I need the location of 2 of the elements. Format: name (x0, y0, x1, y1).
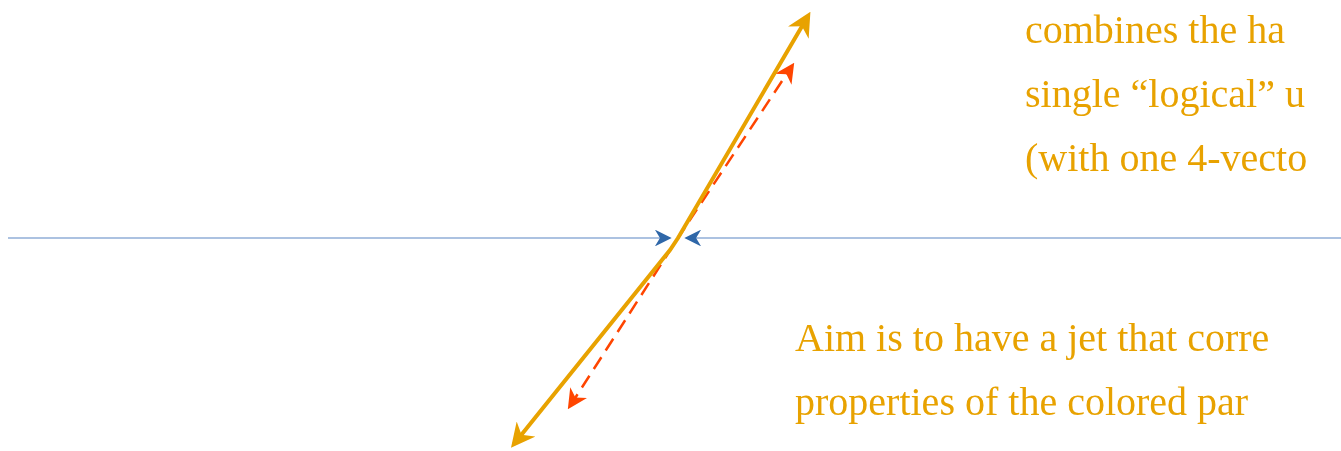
note-text: combines the ha single “logical” u (with one 4-vecto (1025, 6, 1309, 182)
note-text: Aim is to have a jet that corre properties of the colored par (795, 314, 1271, 426)
